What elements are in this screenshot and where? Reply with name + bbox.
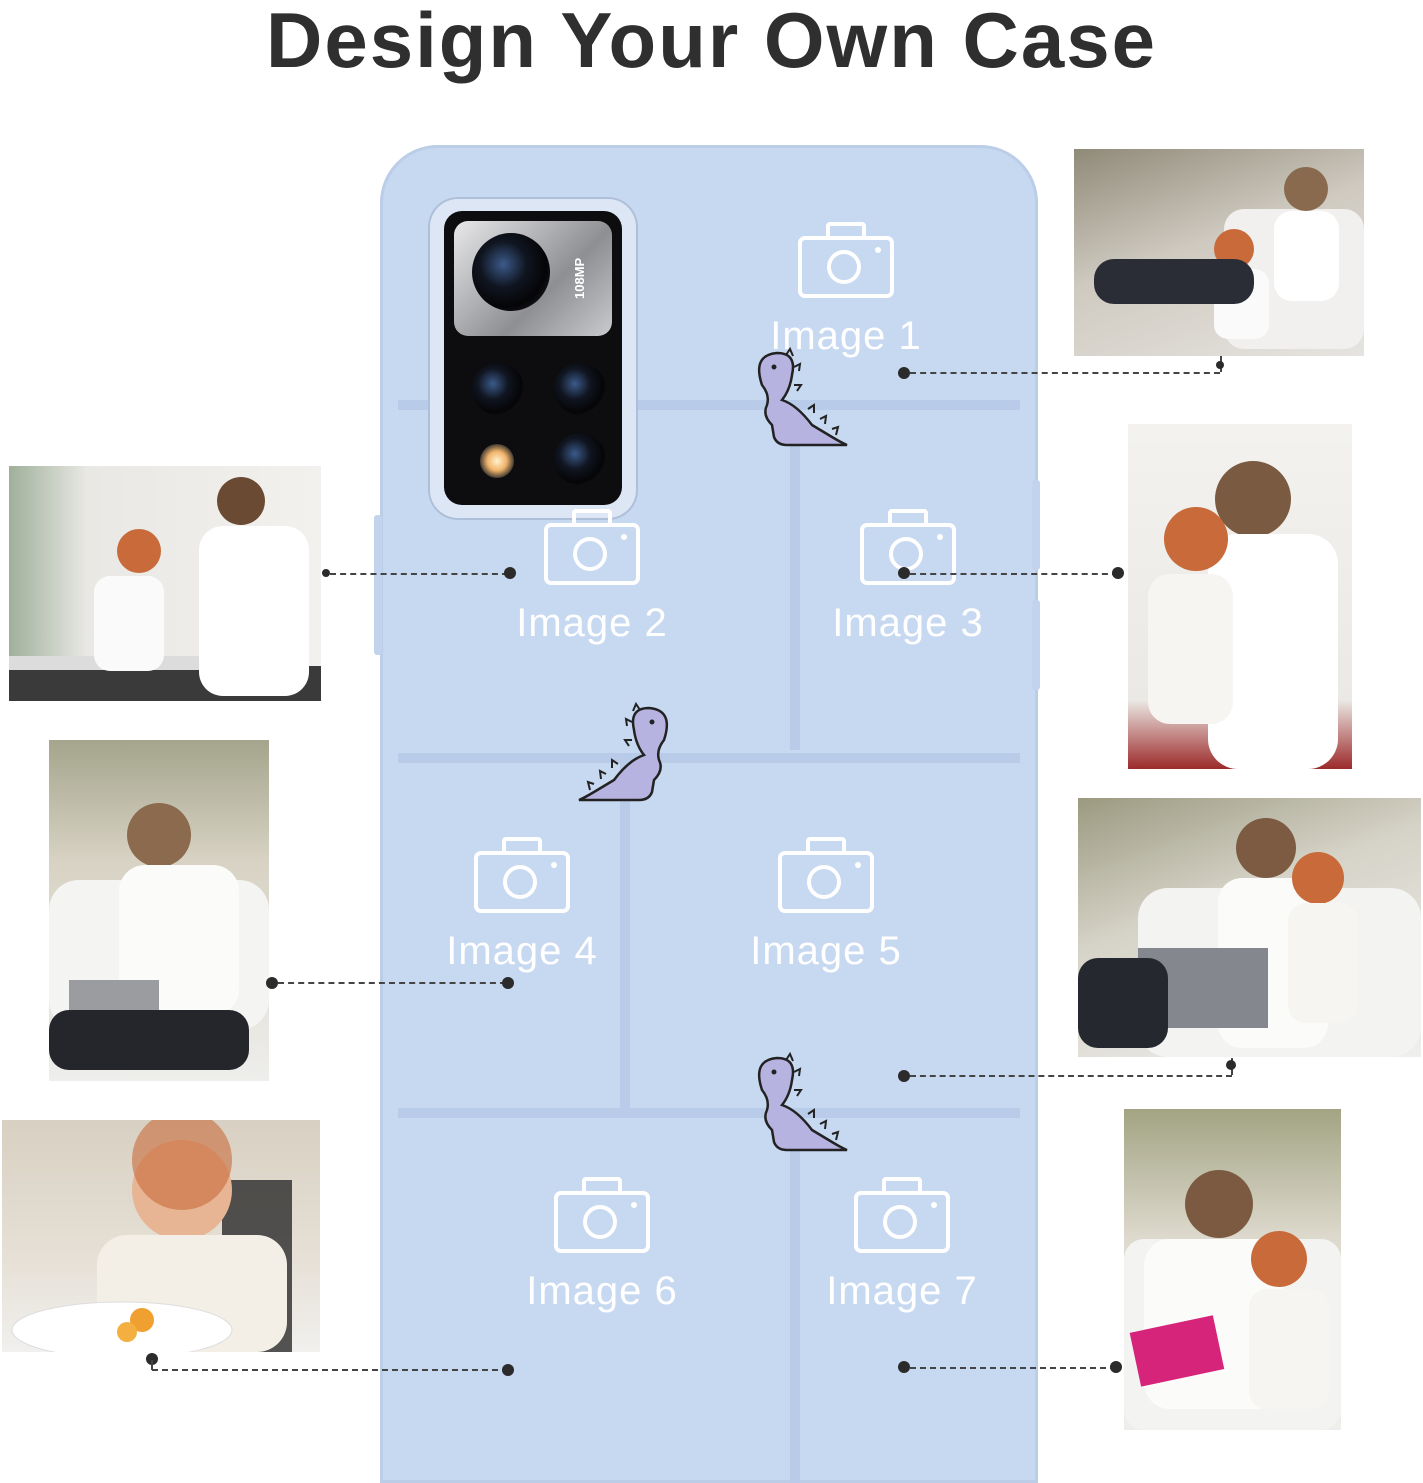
connector-dot [266, 977, 278, 989]
connector-dot [1226, 1060, 1236, 1070]
image-slot-7[interactable]: Image 7 [782, 1175, 1022, 1314]
dinosaur-icon [757, 1051, 848, 1152]
lens-icon [472, 363, 524, 415]
connector-line [910, 372, 1220, 374]
family-photo-icon [1094, 167, 1364, 349]
connector-line [151, 1360, 153, 1370]
image-slot-2[interactable]: Image 2 [472, 507, 712, 646]
camera-icon [854, 1177, 950, 1253]
photo-4 [49, 740, 269, 1081]
image-slot-1[interactable]: Image 1 [726, 220, 966, 359]
connector-dot [898, 1361, 910, 1373]
grid-divider [790, 1118, 800, 1483]
connector-dot [502, 977, 514, 989]
grid-divider [398, 1108, 1020, 1118]
family-photo-icon [49, 803, 269, 1070]
flash-icon [480, 444, 514, 478]
lens-icon [554, 363, 606, 415]
grid-divider [620, 763, 630, 1108]
lens-icon [554, 433, 606, 485]
camera-cutout: 108MP [444, 211, 622, 505]
slot-label: Image 3 [832, 601, 984, 645]
camera-icon [474, 837, 570, 913]
side-button [1032, 600, 1040, 690]
photo-3 [1128, 424, 1352, 769]
connector-dot [322, 569, 330, 577]
image-slot-5[interactable]: Image 5 [706, 835, 946, 974]
family-photo-icon [1124, 1170, 1341, 1430]
family-photo-icon [1148, 461, 1338, 769]
connector-dot [1216, 361, 1224, 369]
megapixel-badge: 108MP [572, 257, 587, 299]
slot-label: Image 4 [446, 929, 598, 973]
main-camera-plate: 108MP [454, 221, 612, 336]
page-title: Design Your Own Case [266, 0, 1157, 84]
side-button [1032, 480, 1040, 570]
connector-dot [502, 1364, 514, 1376]
image-slot-3[interactable]: Image 3 [788, 507, 1028, 646]
connector-dot [146, 1353, 158, 1365]
grid-divider [398, 753, 1020, 763]
connector-dot [504, 567, 516, 579]
camera-icon [778, 837, 874, 913]
slot-label: Image 5 [750, 929, 902, 973]
dinosaur-icon [757, 346, 848, 447]
grid-divider [398, 400, 1020, 410]
camera-icon [860, 509, 956, 585]
slot-label: Image 1 [770, 314, 922, 358]
connector-dot [1110, 1361, 1122, 1373]
connector-line [910, 1075, 1232, 1077]
camera-icon [544, 509, 640, 585]
camera-module: 108MP [428, 197, 638, 520]
photo-2 [9, 466, 321, 701]
slot-label: Image 7 [826, 1269, 978, 1313]
family-photo-icon [1078, 818, 1421, 1057]
connector-dot [898, 1070, 910, 1082]
family-photo-icon [11, 1120, 292, 1352]
camera-icon [554, 1177, 650, 1253]
dinosaur-icon [578, 701, 669, 802]
photo-6 [2, 1120, 320, 1352]
family-photo-icon [9, 477, 321, 701]
connector-line [330, 573, 508, 575]
photo-7 [1124, 1109, 1341, 1430]
connector-line [910, 573, 1118, 575]
connector-dot [1112, 567, 1124, 579]
photo-1 [1074, 149, 1364, 356]
connector-dot [898, 367, 910, 379]
main-lens-icon [472, 233, 550, 311]
grid-divider [790, 410, 800, 750]
slot-label: Image 2 [516, 601, 668, 645]
slot-label: Image 6 [526, 1269, 678, 1313]
camera-icon [798, 222, 894, 298]
photo-5 [1078, 798, 1421, 1057]
image-slot-4[interactable]: Image 4 [402, 835, 642, 974]
side-button [374, 515, 382, 655]
connector-line [910, 1367, 1116, 1369]
image-slot-6[interactable]: Image 6 [482, 1175, 722, 1314]
connector-line [278, 982, 506, 984]
phone-case: 108MP Image 1 Image 2 [374, 145, 1040, 1483]
connector-line [152, 1369, 508, 1371]
connector-dot [898, 567, 910, 579]
